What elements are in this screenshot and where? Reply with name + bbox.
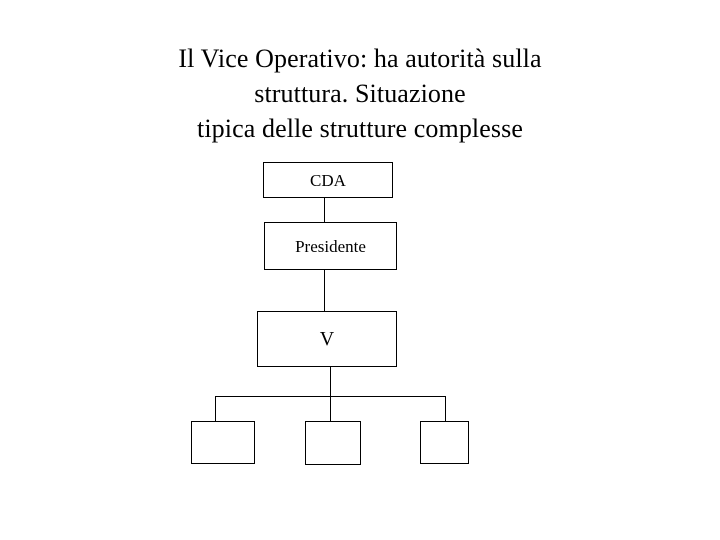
org-node-unit-1[interactable] [191, 421, 255, 464]
connector-bus-to-unit-2 [330, 396, 331, 421]
slide-title-line-3: tipica delle strutture complesse [197, 114, 523, 143]
slide-title-line-1: Il Vice Operativo: ha autorità sulla [178, 44, 542, 73]
org-node-presidente-label: Presidente [295, 236, 366, 256]
org-node-unit-3[interactable] [420, 421, 469, 464]
org-node-unit-2[interactable] [305, 421, 361, 465]
org-node-v[interactable]: V [257, 311, 397, 367]
connector-v-to-bus [330, 367, 331, 396]
connector-cda-to-presidente [324, 198, 325, 222]
org-node-cda-label: CDA [310, 170, 346, 190]
slide-title: Il Vice Operativo: ha autorità sulla str… [60, 41, 660, 146]
connector-bus-to-unit-1 [215, 396, 216, 421]
org-node-v-label: V [319, 328, 335, 350]
org-node-presidente[interactable]: Presidente [264, 222, 397, 270]
org-node-cda[interactable]: CDA [263, 162, 393, 198]
connector-bus-to-unit-3 [445, 396, 446, 421]
connector-presidente-to-v [324, 270, 325, 311]
slide-title-line-2: struttura. Situazione [254, 79, 466, 108]
